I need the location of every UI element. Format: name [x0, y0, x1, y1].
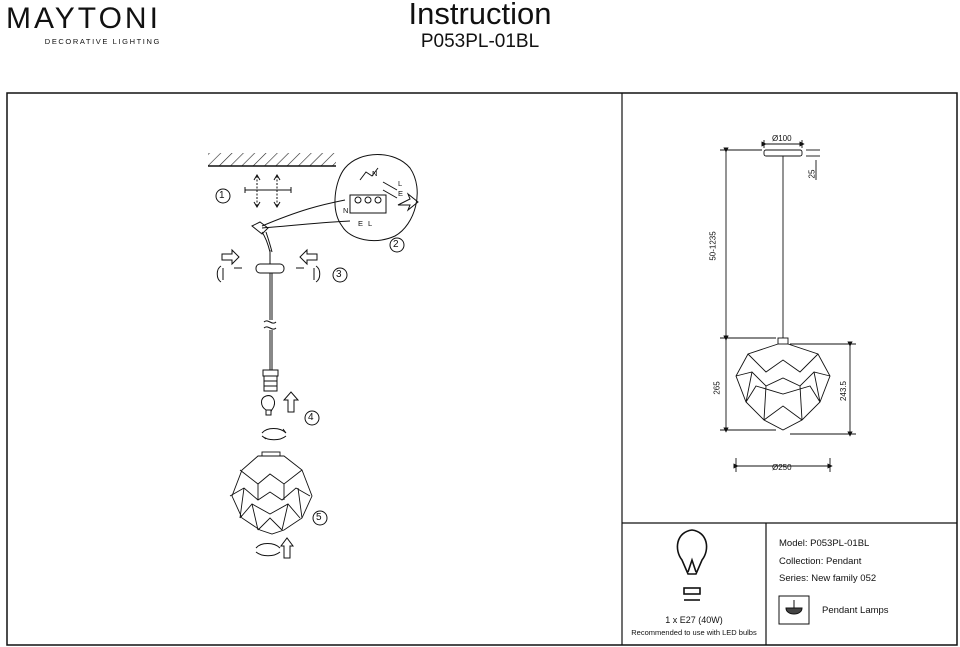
- spec-model: Model: P053PL-01BL: [779, 538, 870, 549]
- step-2-circle: [389, 237, 405, 253]
- step-number-3: 3: [336, 269, 342, 280]
- model-code: P053PL-01BL: [420, 31, 540, 52]
- wiring-bundle: [251, 221, 273, 253]
- page-title: Instruction: [408, 0, 552, 31]
- wire-label-l: L: [398, 179, 403, 188]
- shade-drawing: [229, 451, 313, 535]
- wire-label-n: N: [372, 169, 378, 178]
- screw-icon: [216, 265, 321, 283]
- bulb-icon: [261, 395, 275, 416]
- bulb-spec-icon: [676, 529, 708, 601]
- brand-tagline: DECORATIVE LIGHTING: [44, 37, 161, 46]
- step-5-circle: [312, 510, 328, 526]
- step-4-circle: [304, 410, 320, 426]
- dim-cord-length: 50-1235: [708, 231, 718, 261]
- spec-collection: Collection: Pendant: [779, 556, 862, 567]
- brand-name: MAYTONI: [6, 2, 161, 35]
- pendant-lamp-icon: [778, 595, 810, 625]
- terminal-block-detail: [261, 154, 419, 241]
- dim-shade-height: 243.5: [839, 380, 849, 402]
- spec-category: Pendant Lamps: [822, 605, 889, 616]
- step-number-2: 2: [393, 239, 399, 250]
- step-number-5: 5: [316, 512, 322, 523]
- dim-canopy-height: 25: [807, 169, 817, 179]
- step-3-circle: [332, 267, 348, 283]
- rotate-arrow-icon: [261, 428, 287, 441]
- dim-shade-diameter: Ø250: [772, 463, 792, 472]
- wire-label-l2: L: [368, 219, 373, 228]
- step-1-circle: [215, 188, 231, 204]
- ceiling-hatch: [208, 153, 336, 167]
- lamp-socket: [262, 369, 279, 392]
- spec-series: Series: New family 052: [779, 573, 877, 584]
- step-number-4: 4: [308, 412, 314, 423]
- arrow-up-icon: [282, 391, 300, 413]
- rotate-arrow-icon: [255, 537, 294, 559]
- wire-label-n2: N: [343, 206, 349, 215]
- suspension-cord: [263, 273, 277, 370]
- dimension-drawing: [720, 140, 856, 472]
- step-number-1: 1: [219, 190, 225, 201]
- dim-total-height: 265: [712, 381, 722, 395]
- bulb-spec: 1 x E27 (40W): [665, 615, 723, 625]
- brand-logo: MAYTONI DECORATIVE LIGHTING: [6, 2, 161, 46]
- wire-label-e2: E: [358, 219, 364, 228]
- bulb-note: Recommended to use with LED bulbs: [631, 628, 757, 637]
- outer-frame: [6, 92, 958, 646]
- dim-canopy-diameter: Ø100: [772, 134, 792, 143]
- canopy: [255, 250, 285, 274]
- arrow-icon: [221, 248, 318, 266]
- mounting-bracket: [244, 174, 292, 208]
- wire-label-e: E: [398, 189, 404, 198]
